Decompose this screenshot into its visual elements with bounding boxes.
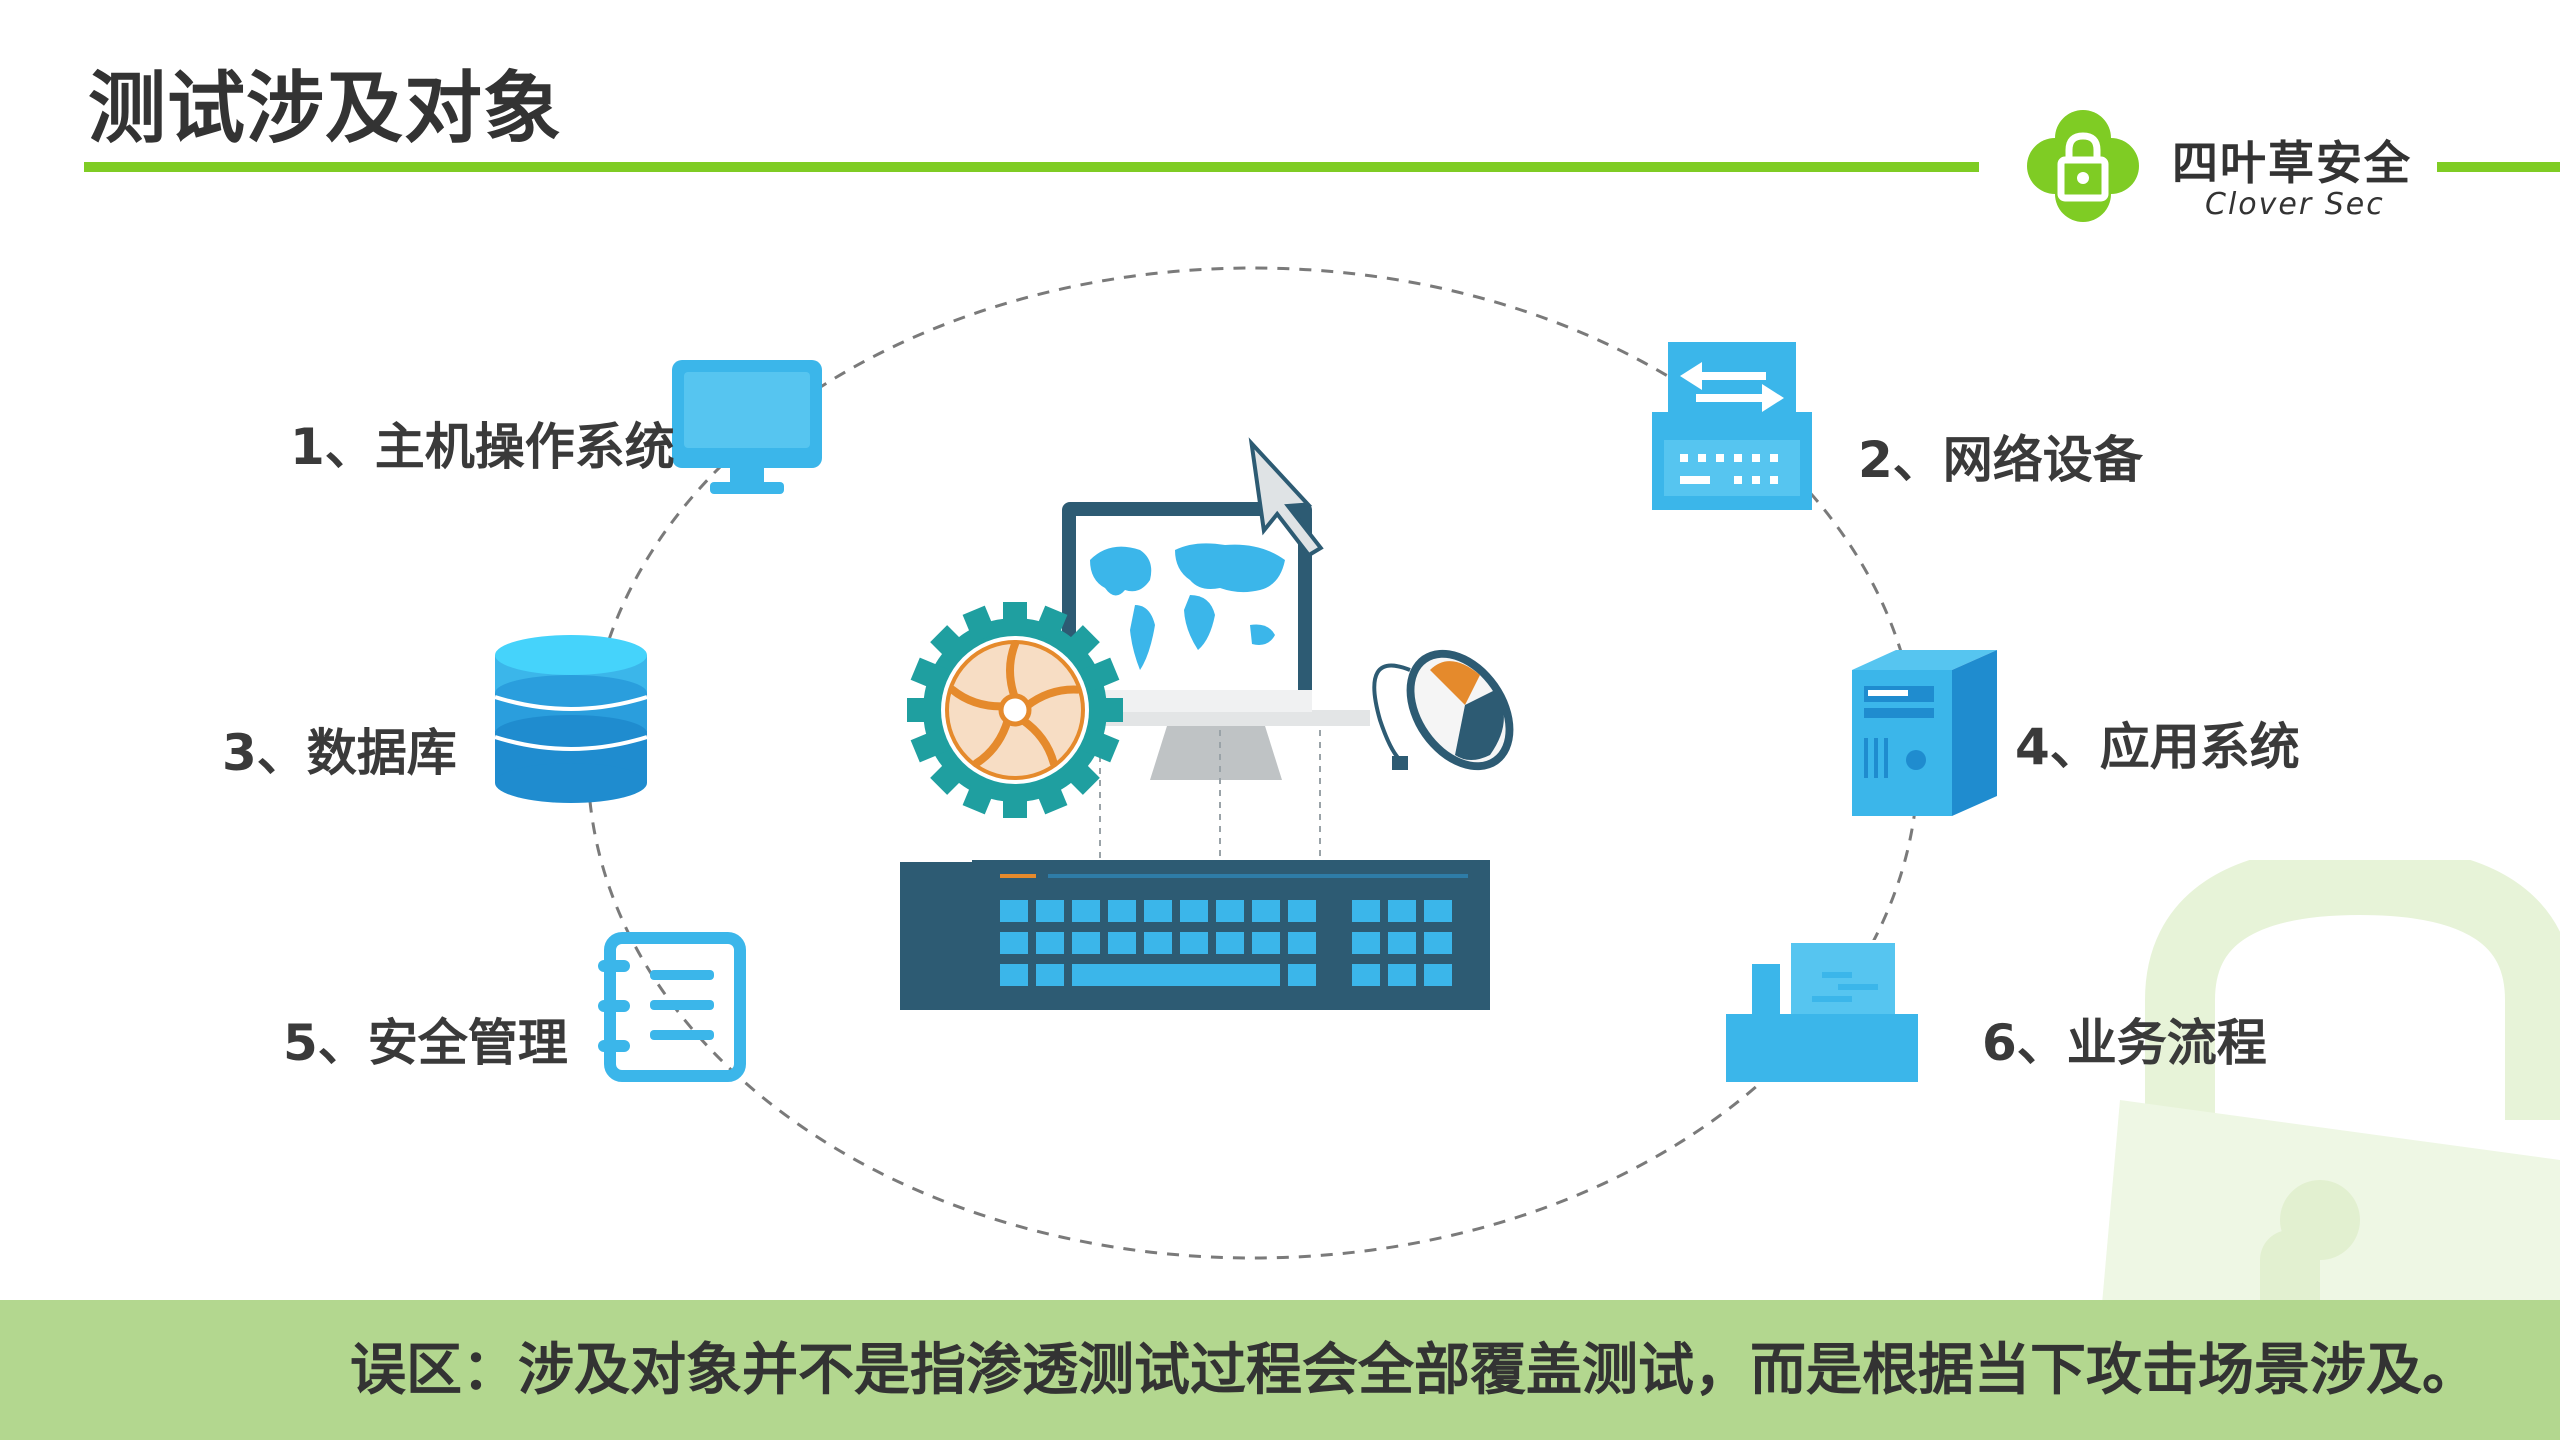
footer-band — [0, 1300, 2560, 1440]
gear-icon — [907, 602, 1123, 818]
database-icon — [495, 635, 647, 803]
notebook-icon — [598, 932, 746, 1082]
item-label-3: 3、数据库 — [222, 724, 457, 782]
item-label-4: 4、应用系统 — [2015, 718, 2300, 776]
monitor-icon — [672, 360, 822, 494]
item-label-6: 6、业务流程 — [1982, 1014, 2267, 1072]
page-title: 测试涉及对象 — [88, 64, 563, 154]
item-label-5: 5、安全管理 — [283, 1014, 568, 1072]
item-label-1: 1、主机操作系统 — [290, 418, 675, 476]
footer-note: 误区：涉及对象并不是指渗透测试过程会全部覆盖测试，而是根据当下攻击场景涉及。 — [350, 1338, 2478, 1403]
header-line-right — [2437, 162, 2560, 172]
network-switch-icon — [1652, 342, 1812, 510]
world-map-icon — [1090, 543, 1285, 670]
clover-logo-icon — [2027, 110, 2139, 222]
keyboard-illustration — [972, 860, 1490, 1010]
header-line-left — [84, 162, 1979, 172]
server-tower-icon — [1852, 650, 1997, 816]
fax-printer-icon — [1726, 940, 1918, 1082]
logo-name-en: Clover Sec — [2205, 187, 2385, 222]
logo-name-cn: 四叶草安全 — [2172, 136, 2412, 190]
item-label-2: 2、网络设备 — [1858, 431, 2143, 489]
